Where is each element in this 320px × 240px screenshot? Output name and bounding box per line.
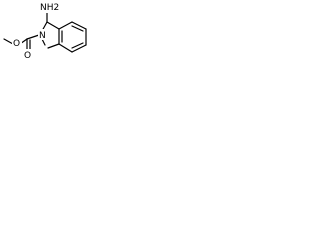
ring-n-label-bg [38,29,48,40]
molecule-diagram: O O N NH2 [3,2,87,61]
amine-label: NH2 [40,3,59,13]
bond-carbonyl-c-n2 [26,34,40,40]
ester-o-label-bg [12,37,22,48]
carbonyl-oxygen-label: O [24,51,31,61]
bond-inner-c4-c5 [71,25,84,32]
bond-c7-c7a [58,43,73,53]
bond-inner-c6-c7 [71,42,84,49]
bond-c7a-n1 [47,43,60,49]
bond-methyl-o [3,38,14,45]
bond-c3a-c4 [58,21,73,30]
ester-oxygen-label: O [13,39,20,49]
carbonyl-o-label-bg [23,49,33,60]
bond-c6-c7 [71,44,87,53]
amine-label-bg [39,2,67,13]
structure-canvas: O O N NH2 [0,0,102,78]
ring-nitrogen-label: N [39,31,46,41]
bond-c4-c5 [71,21,87,30]
bond-c3-c3a [46,21,60,30]
